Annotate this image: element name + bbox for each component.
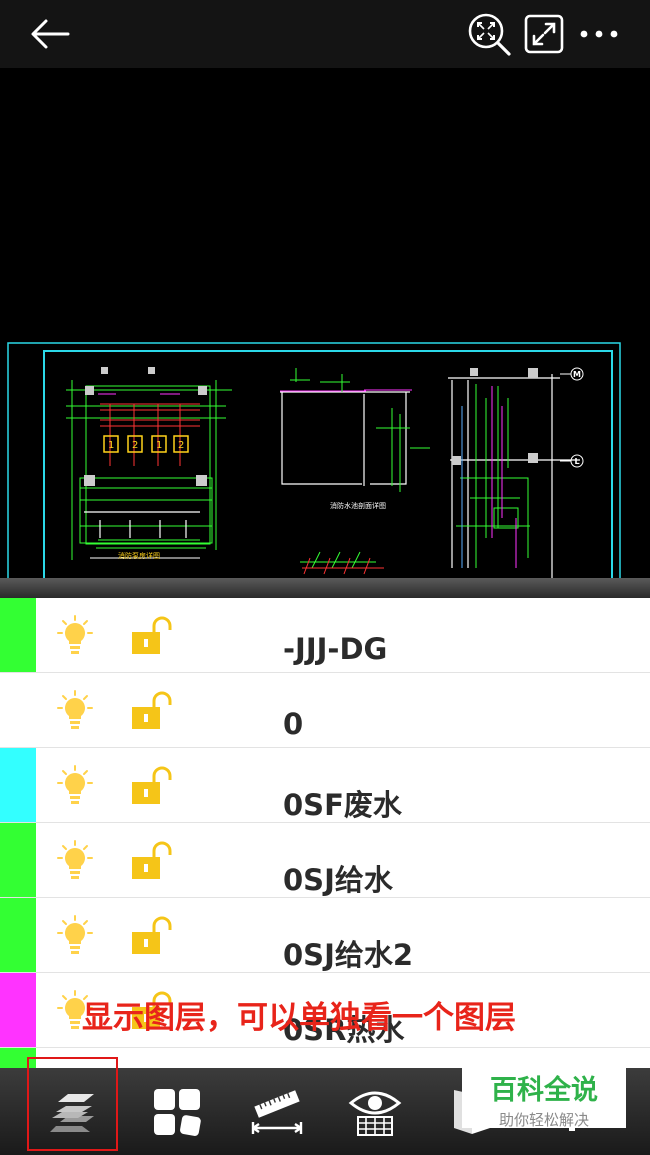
- lightbulb-icon[interactable]: [56, 989, 94, 1031]
- pump-label: 2: [132, 440, 138, 451]
- pump-label: 2: [178, 440, 184, 451]
- layers-button[interactable]: [33, 1068, 113, 1155]
- unlocked-padlock-icon[interactable]: [130, 991, 172, 1031]
- layer-name: 0SJ给水2: [283, 938, 414, 972]
- layer-row[interactable]: -JJJ-DG: [0, 598, 650, 673]
- cad-drawing-canvas[interactable]: 1 2 1 2 消防泵房详图 消防水池剖面详图: [0, 68, 650, 578]
- layer-row[interactable]: 0SJ给水: [0, 823, 650, 898]
- fullscreen-button[interactable]: [520, 10, 568, 58]
- layer-color-swatch[interactable]: [0, 823, 36, 897]
- fullscreen-icon: [524, 14, 564, 54]
- layer-color-swatch[interactable]: [0, 748, 36, 822]
- more-dots-icon: [580, 30, 618, 38]
- unlocked-padlock-icon[interactable]: [130, 916, 172, 956]
- lightbulb-icon[interactable]: [56, 614, 94, 656]
- layer-list[interactable]: -JJJ-DG 0 0SF废水 0SJ给水 0SJ给水2 0SR热水: [0, 598, 650, 1068]
- layer-row[interactable]: 0SR热水: [0, 973, 650, 1048]
- layer-name: 0SR热水: [283, 1013, 405, 1047]
- unlocked-padlock-icon[interactable]: [130, 616, 172, 656]
- layer-name: -JJJ-DG: [283, 632, 388, 666]
- lightbulb-icon[interactable]: [56, 914, 94, 956]
- zoom-extents-button[interactable]: [464, 10, 514, 58]
- layer-name: 0: [283, 707, 304, 741]
- grid-marker: M: [573, 370, 581, 379]
- panel1-title: 消防泵房详图: [118, 551, 160, 560]
- layer-color-swatch[interactable]: [0, 898, 36, 972]
- back-button[interactable]: [22, 10, 78, 58]
- measure-button[interactable]: [237, 1068, 317, 1155]
- unlocked-padlock-icon[interactable]: [130, 691, 172, 731]
- pump-label: 1: [108, 440, 114, 451]
- layer-color-swatch[interactable]: [0, 673, 36, 747]
- layers-button-highlight: [27, 1057, 118, 1151]
- panel2-title: 消防水池剖面详图: [330, 501, 386, 510]
- measure-ruler-icon: [251, 1089, 303, 1134]
- more-button[interactable]: [576, 10, 622, 58]
- pump-label: 1: [156, 440, 162, 451]
- layer-color-swatch[interactable]: [0, 598, 36, 672]
- lightbulb-icon[interactable]: [56, 764, 94, 806]
- panel-divider[interactable]: [0, 578, 650, 598]
- layer-row[interactable]: 0SF废水: [0, 748, 650, 823]
- view-eye-icon: [348, 1091, 402, 1136]
- layer-name: 0SJ给水: [283, 863, 393, 897]
- arrow-left-icon: [31, 19, 70, 49]
- lightbulb-icon[interactable]: [56, 689, 94, 731]
- watermark: 百科全说 助你轻松解决: [462, 1064, 626, 1129]
- watermark-subtitle: 助你轻松解决: [498, 1111, 589, 1129]
- layers-icon: [50, 1093, 94, 1132]
- unlocked-padlock-icon[interactable]: [130, 766, 172, 806]
- zoom-extents-icon: [468, 13, 511, 56]
- layer-row[interactable]: 0: [0, 673, 650, 748]
- cad-drawing: 1 2 1 2 消防泵房详图 消防水池剖面详图: [7, 342, 621, 578]
- watermark-title: 百科全说: [490, 1075, 598, 1106]
- layer-name: 0SF废水: [283, 788, 402, 822]
- blocks-button[interactable]: [137, 1068, 217, 1155]
- layer-row[interactable]: 0SJ给水2: [0, 898, 650, 973]
- annotation-caption: 显示图层，可以单独看一个图层: [82, 1000, 516, 1036]
- grid-marker: L: [574, 457, 579, 466]
- top-bar: [0, 0, 650, 68]
- lightbulb-icon[interactable]: [56, 839, 94, 881]
- layer-color-swatch[interactable]: [0, 973, 36, 1047]
- view-button[interactable]: [335, 1068, 415, 1155]
- blocks-icon: [154, 1088, 201, 1136]
- unlocked-padlock-icon[interactable]: [130, 841, 172, 881]
